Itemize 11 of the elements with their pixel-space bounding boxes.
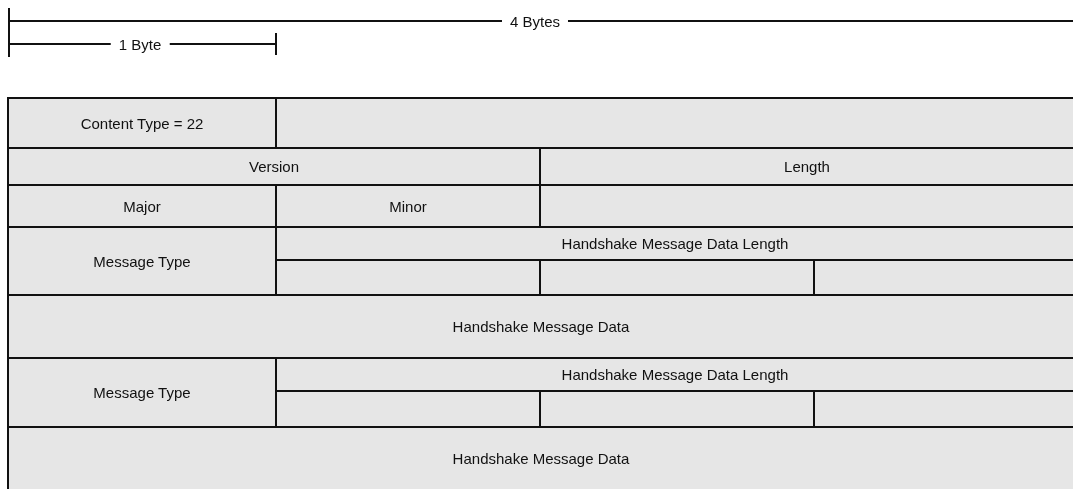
field-cell: Length	[539, 147, 1073, 186]
field-cell: Message Type	[7, 226, 277, 296]
field-cell: Version	[7, 147, 541, 186]
field-cell: Minor	[275, 184, 541, 228]
field-cell: Handshake Message Data Length	[275, 226, 1073, 261]
field-cell: Handshake Message Data	[7, 294, 1073, 359]
field-cell: Content Type = 22	[7, 97, 277, 149]
field-cell: Major	[7, 184, 277, 228]
field-cell: Handshake Message Data Length	[275, 357, 1073, 392]
field-cell: Handshake Message Data	[7, 426, 1073, 489]
field-cell: Message Type	[7, 357, 277, 428]
